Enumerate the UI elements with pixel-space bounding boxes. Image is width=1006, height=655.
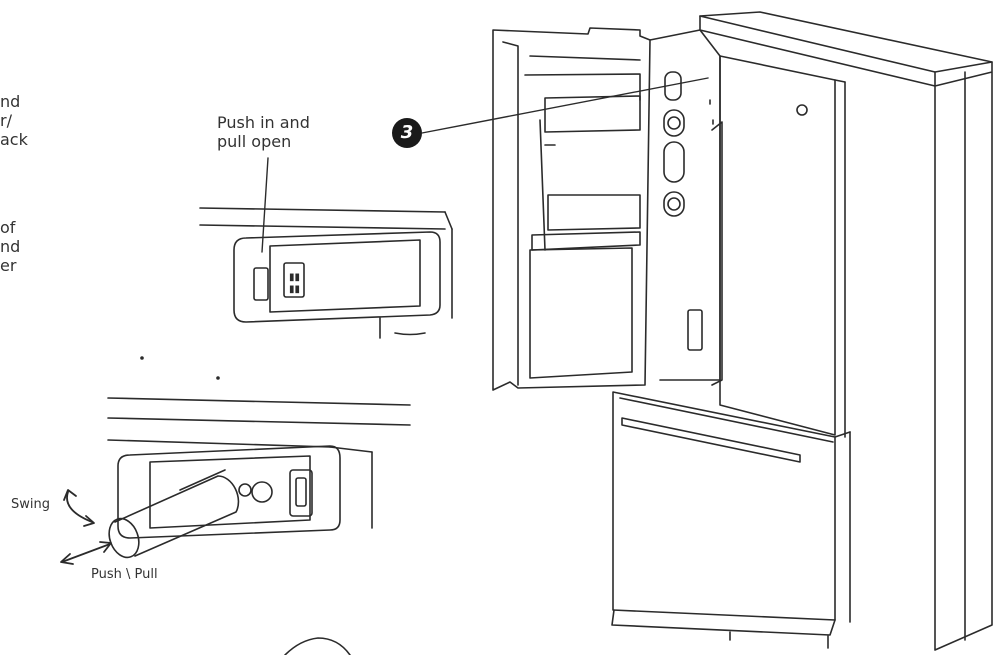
callout-leader-line: [421, 77, 709, 134]
side-text-line: nd: [0, 237, 21, 256]
svg-text:▮▮: ▮▮: [289, 272, 300, 283]
side-text-line: of: [0, 218, 16, 237]
push-pull-label: Push \ Pull: [91, 567, 158, 582]
filter-housing-closed-illustration: ▮▮ ▮▮: [199, 157, 453, 339]
swing-label: Swing: [11, 497, 50, 512]
side-instruction-text: nd r/ ack of nd er: [0, 92, 36, 275]
partial-circle-mark: [284, 637, 351, 655]
side-text-line: ack: [0, 130, 28, 149]
filter-housing-open-illustration: [60, 397, 411, 565]
push-in-label-line1: Push in and: [217, 113, 310, 132]
step-callout-badge: 3: [392, 118, 422, 148]
side-text-line: [0, 149, 36, 218]
svg-text:▮▮: ▮▮: [289, 284, 300, 295]
refrigerator-illustration: [492, 11, 993, 651]
side-text-line: r/: [0, 111, 12, 130]
push-in-label-line2: pull open: [217, 132, 292, 151]
side-text-line: er: [0, 256, 17, 275]
push-in-label: Push in and pull open: [217, 113, 310, 151]
side-text-line: nd: [0, 92, 21, 111]
